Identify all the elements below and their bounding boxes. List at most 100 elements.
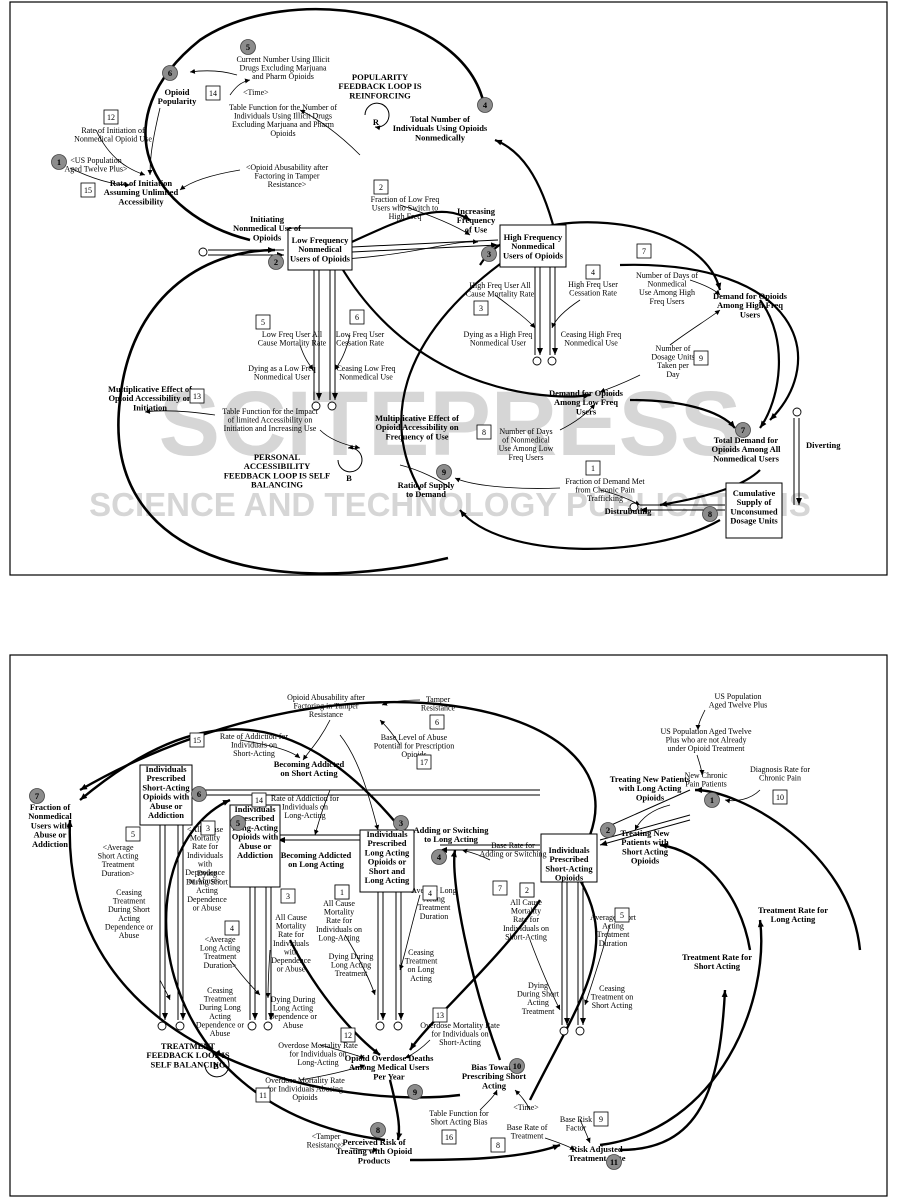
box-number-1: 1 (334, 884, 350, 900)
svg-text:6: 6 (435, 718, 439, 727)
svg-text:7: 7 (498, 884, 502, 893)
box-number-2: 2 (373, 179, 389, 195)
circle-number-4: 4 (477, 97, 493, 113)
svg-text:3: 3 (487, 249, 491, 259)
svg-text:4: 4 (428, 889, 432, 898)
svg-text:14: 14 (255, 796, 263, 805)
box-number-4: 4 (422, 885, 438, 901)
circle-number-2: 2 (600, 822, 616, 838)
box-number-14: 14 (205, 85, 221, 101)
box-number-11: 11 (255, 1087, 271, 1103)
box-number-4: 4 (585, 264, 601, 280)
circle-number-8: 8 (370, 1122, 386, 1138)
svg-text:3: 3 (286, 892, 290, 901)
box-number-17: 17 (416, 754, 432, 770)
svg-text:5: 5 (236, 818, 240, 828)
variable-label-t32: Diverting (806, 440, 841, 450)
circle-number-11: 11 (606, 1154, 622, 1170)
box-number-13: 13 (432, 1007, 448, 1023)
variable-label-t35: Distrubuting (605, 506, 653, 516)
circle-number-2: 2 (268, 254, 284, 270)
bottom-figure-frame (9, 654, 888, 1197)
box-number-12: 12 (103, 109, 119, 125)
svg-text:6: 6 (355, 313, 359, 322)
box-number-7: 7 (492, 880, 508, 896)
box-number-7: 7 (636, 243, 652, 259)
box-number-3: 3 (200, 820, 216, 836)
top-figure-frame (9, 1, 888, 576)
circle-number-5: 5 (230, 815, 246, 831)
circle-number-3: 3 (393, 815, 409, 831)
svg-text:13: 13 (193, 392, 201, 401)
circle-number-9: 9 (407, 1084, 423, 1100)
svg-text:9: 9 (699, 354, 703, 363)
svg-text:9: 9 (442, 467, 446, 477)
svg-text:6: 6 (168, 68, 172, 78)
circle-number-1: 1 (51, 154, 67, 170)
svg-text:4: 4 (483, 100, 488, 110)
svg-text:15: 15 (84, 186, 92, 195)
svg-text:4: 4 (230, 924, 234, 933)
loop-symbol-0: R (373, 117, 380, 127)
svg-text:16: 16 (445, 1133, 453, 1142)
box-number-1: 1 (585, 460, 601, 476)
svg-text:8: 8 (376, 1125, 380, 1135)
circle-number-9: 9 (436, 464, 452, 480)
circle-number-5: 5 (240, 39, 256, 55)
box-number-16: 16 (441, 1129, 457, 1145)
svg-text:11: 11 (259, 1091, 267, 1100)
box-number-13: 13 (189, 388, 205, 404)
svg-text:1: 1 (710, 795, 714, 805)
svg-text:8: 8 (496, 1141, 500, 1150)
